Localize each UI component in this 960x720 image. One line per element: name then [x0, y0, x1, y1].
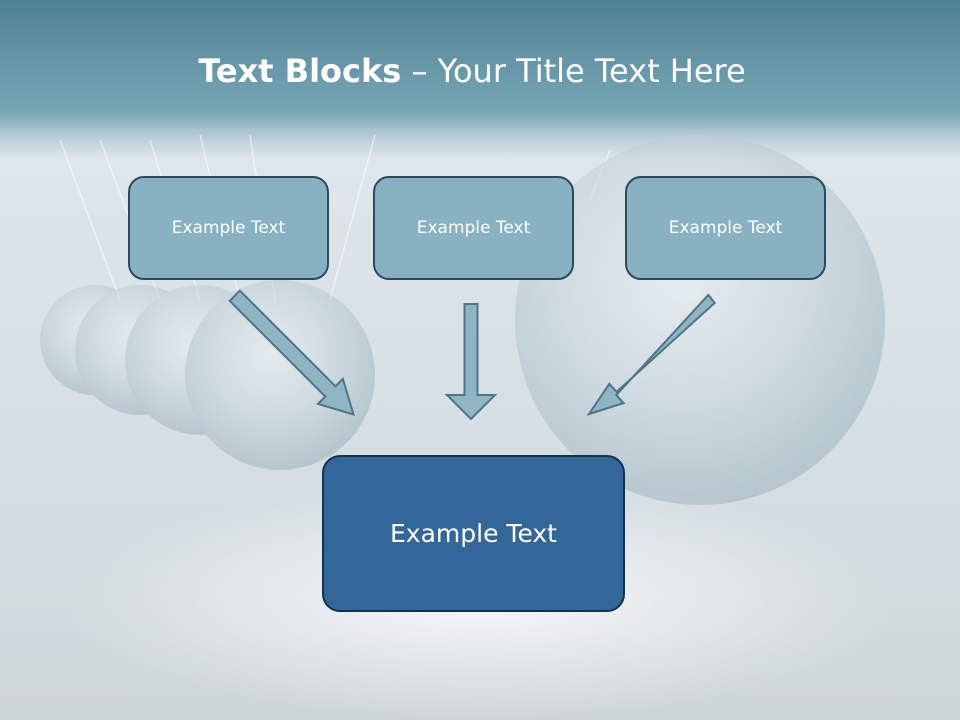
text-block-left: Example Text: [128, 176, 329, 280]
text-block-result: Example Text: [322, 455, 625, 612]
text-block-right-label: Example Text: [668, 218, 783, 238]
text-block-right: Example Text: [625, 176, 826, 280]
arrow-center-down: [444, 303, 498, 421]
text-block-center-label: Example Text: [416, 218, 531, 238]
title-rest-part: Your Title Text Here: [437, 52, 746, 90]
text-block-result-label: Example Text: [390, 519, 557, 548]
arrow-right-down-left: [586, 293, 717, 416]
arrow-left-down-right: [228, 289, 355, 416]
title-bold-part: Text Blocks: [198, 52, 402, 90]
slide-title: Text Blocks – Your Title Text Here: [0, 52, 952, 90]
title-dash: –: [401, 52, 438, 90]
text-block-center: Example Text: [373, 176, 574, 280]
text-block-left-label: Example Text: [171, 218, 286, 238]
